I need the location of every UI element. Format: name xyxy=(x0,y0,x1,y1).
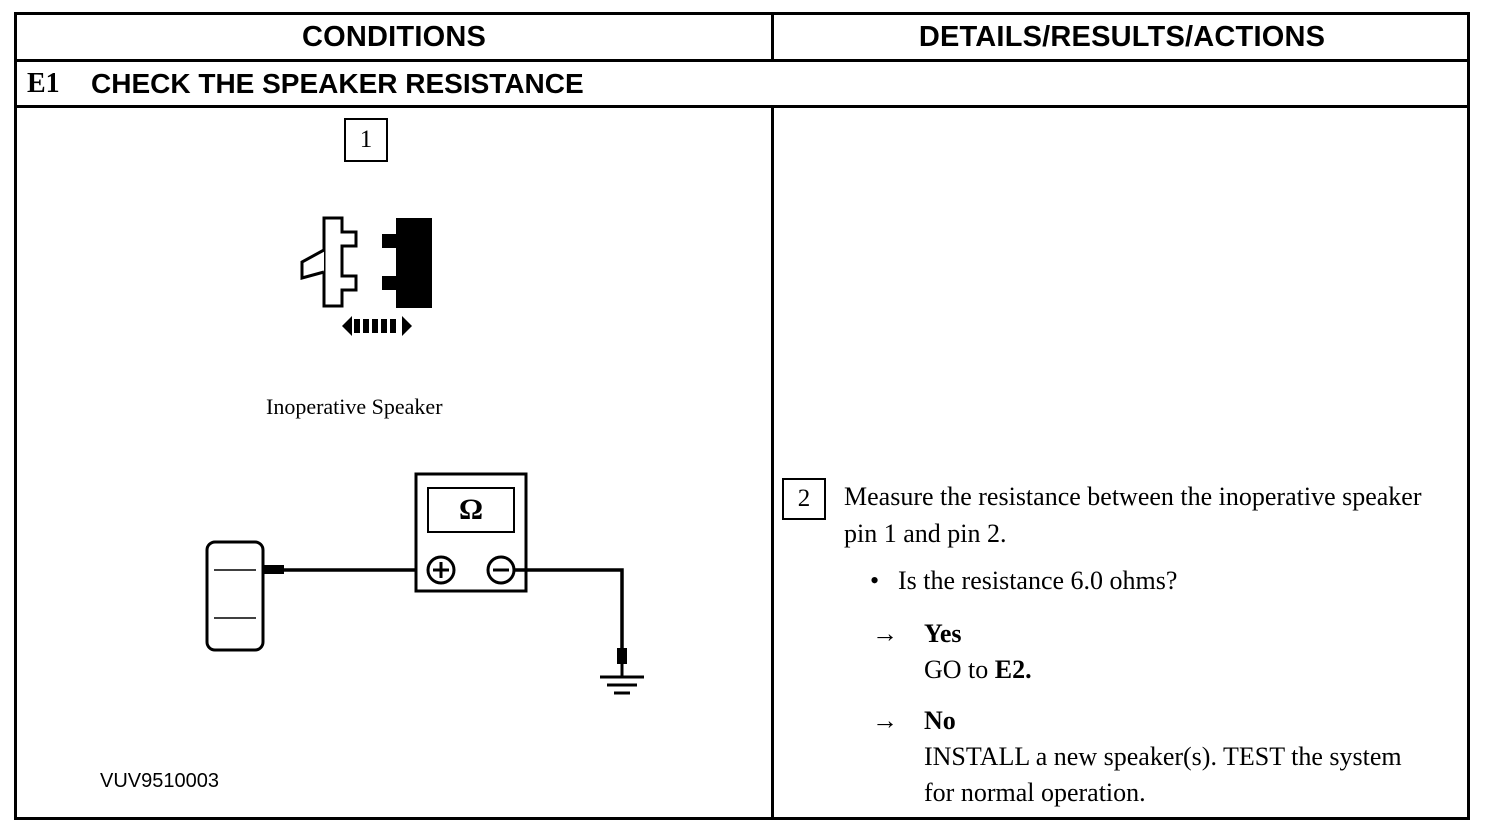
figure-1-number: 1 xyxy=(344,118,388,162)
header-conditions: CONDITIONS xyxy=(301,20,487,53)
speaker-connector xyxy=(205,540,265,652)
column-divider xyxy=(771,108,774,820)
result-label: No xyxy=(924,706,956,735)
divider xyxy=(17,59,1467,62)
bullet: • xyxy=(870,566,880,595)
question-item: • Is the resistance 6.0 ohms? xyxy=(870,566,1177,596)
step-2-number: 2 xyxy=(782,478,826,520)
question-text: Is the resistance 6.0 ohms? xyxy=(898,566,1178,595)
result-label: Yes xyxy=(924,619,962,648)
goto-step-link: E2. xyxy=(994,655,1032,684)
connector-disconnect-icon xyxy=(300,216,432,336)
header-details: DETAILS/RESULTS/ACTIONS xyxy=(918,20,1326,53)
ground-icon xyxy=(600,664,644,695)
figure-id: VUV9510003 xyxy=(100,770,219,792)
procedure-table: CONDITIONS DETAILS/RESULTS/ACTIONS E1 CH… xyxy=(14,12,1470,820)
divider xyxy=(17,105,1467,108)
arrow-icon: → xyxy=(872,619,898,648)
instruction-text: Measure the resistance between the inope… xyxy=(844,482,1422,548)
result-no: → No INSTALL a new speaker(s). TEST the s… xyxy=(872,703,1432,811)
meter-display xyxy=(427,487,515,533)
step-title: CHECK THE SPEAKER RESISTANCE xyxy=(91,67,584,99)
divider xyxy=(771,15,774,59)
step-id: E1 xyxy=(27,67,60,99)
arrow-icon: → xyxy=(872,706,898,735)
figure-1-caption: Inoperative Speaker xyxy=(266,394,443,419)
action-text: GO to xyxy=(924,655,995,684)
step-heading: E1 CHECK THE SPEAKER RESISTANCE xyxy=(17,62,584,105)
result-yes: → Yes GO to E2. xyxy=(872,616,1032,688)
action-text: INSTALL a new speaker(s). TEST the syste… xyxy=(924,742,1402,807)
ohm-symbol: Ω xyxy=(458,493,484,526)
